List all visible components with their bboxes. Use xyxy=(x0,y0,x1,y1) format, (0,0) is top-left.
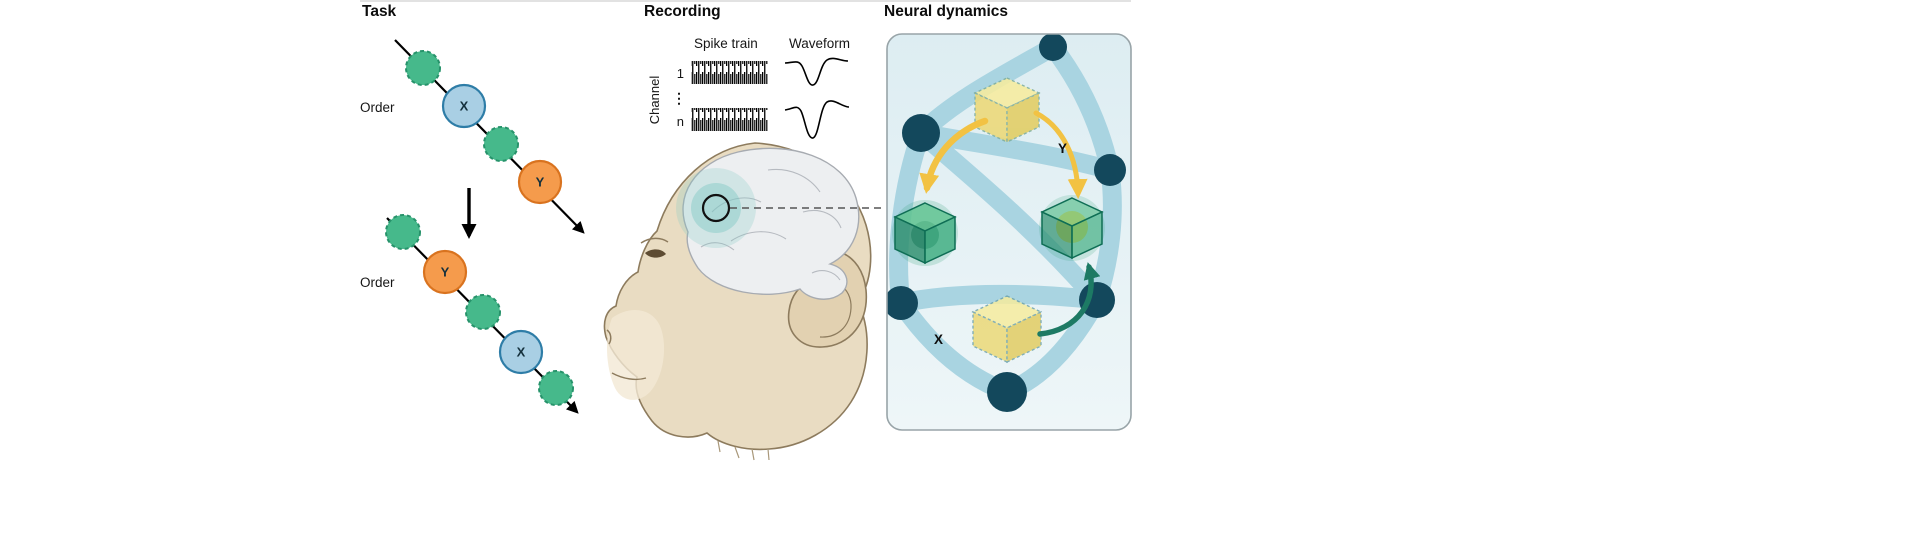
monkey-fur-strokes xyxy=(717,440,770,461)
network-node xyxy=(987,372,1027,412)
neural-dynamics-title: Neural dynamics xyxy=(884,3,1008,20)
waveform-label: Waveform xyxy=(789,36,850,51)
item-x-letter: X xyxy=(460,99,469,114)
sequence-item-green xyxy=(538,370,574,406)
spike-train-channel-1 xyxy=(691,61,768,84)
fur-stroke xyxy=(734,446,740,459)
network-node xyxy=(902,114,940,152)
sequence-item-y xyxy=(422,249,468,295)
fur-stroke xyxy=(751,448,755,461)
task-sequence-2: Order Y X xyxy=(360,214,579,414)
task-panel: Task Order X Y Order Y X xyxy=(360,3,585,414)
task-title: Task xyxy=(362,3,397,20)
transfer-arrow-yellow-right xyxy=(1033,110,1088,199)
brain-sulcus xyxy=(730,231,787,242)
recording-panel: Recording Spike train Waveform Channel 1… xyxy=(644,3,850,139)
network-node xyxy=(1094,154,1126,186)
monkey-mouth xyxy=(611,372,647,381)
transfer-arrow-yellow-left xyxy=(919,117,989,194)
cube-face xyxy=(974,91,1008,144)
sequence-item-x xyxy=(441,83,487,129)
brain-sulcus xyxy=(700,242,735,251)
channel-n-label: n xyxy=(677,114,684,129)
brain-sulcus xyxy=(767,168,821,193)
neural-panel-border xyxy=(886,33,1132,431)
spike-train-channel-n xyxy=(691,108,768,131)
neural-y-label: Y xyxy=(1058,141,1067,156)
sequence-item-y xyxy=(517,159,563,205)
neural-network-scene xyxy=(887,34,1126,412)
fur-stroke xyxy=(717,440,721,453)
order-label-1: Order xyxy=(360,100,395,115)
recording-title: Recording xyxy=(644,3,721,20)
network-nodes xyxy=(887,34,1126,412)
brain-sulcus xyxy=(711,197,762,213)
monkey-illustration xyxy=(603,142,885,461)
item-y-letter: Y xyxy=(536,175,545,190)
brain-sulcus xyxy=(802,210,842,229)
monkey-nostril xyxy=(606,329,612,345)
network-node xyxy=(887,286,918,320)
subspace-cube-right-green xyxy=(1039,195,1105,261)
task-sequence-1: Order X Y xyxy=(360,39,585,234)
network-link xyxy=(911,123,1120,180)
recording-site-circle xyxy=(701,193,731,223)
network-node xyxy=(1039,34,1067,61)
channel-1-label: 1 xyxy=(677,66,684,81)
monkey-brow xyxy=(640,237,669,244)
sequence-item-green xyxy=(385,214,421,250)
item-y-letter: Y xyxy=(441,265,450,280)
spike-train-label: Spike train xyxy=(694,36,758,51)
monkey-eye xyxy=(645,249,666,258)
order-label-2: Order xyxy=(360,275,395,290)
waveform-channel-n xyxy=(784,100,850,139)
neural-dynamics-panel: Neural dynamics xyxy=(884,3,1132,431)
item-cube-bottom-yellow xyxy=(971,295,1043,364)
sequence-item-green xyxy=(483,126,519,162)
brain-sulci xyxy=(700,168,842,281)
network-link xyxy=(891,284,1107,313)
sequence-item-green xyxy=(465,294,501,330)
channel-ellipsis: ⋮ xyxy=(672,90,686,106)
recording-site-glow-inner xyxy=(691,183,741,233)
network-link xyxy=(911,123,1107,310)
cube-face xyxy=(1006,310,1042,364)
neural-x-label: X xyxy=(934,332,943,347)
waveform-channel-1 xyxy=(784,57,849,86)
subspace-cube-left-green xyxy=(892,200,958,266)
sequence-item-x xyxy=(498,329,544,375)
item-cube-top-yellow xyxy=(973,77,1041,144)
sequence-item-green xyxy=(405,50,441,86)
channel-axis-label: Channel xyxy=(647,76,662,125)
fur-stroke xyxy=(767,448,770,461)
cube-face xyxy=(1071,210,1103,260)
recording-site-glow-outer xyxy=(676,168,756,248)
item-x-letter: X xyxy=(517,345,526,360)
cube-face xyxy=(924,215,956,265)
transfer-arrow-teal xyxy=(1037,262,1101,337)
brain-sulcus xyxy=(811,270,841,281)
